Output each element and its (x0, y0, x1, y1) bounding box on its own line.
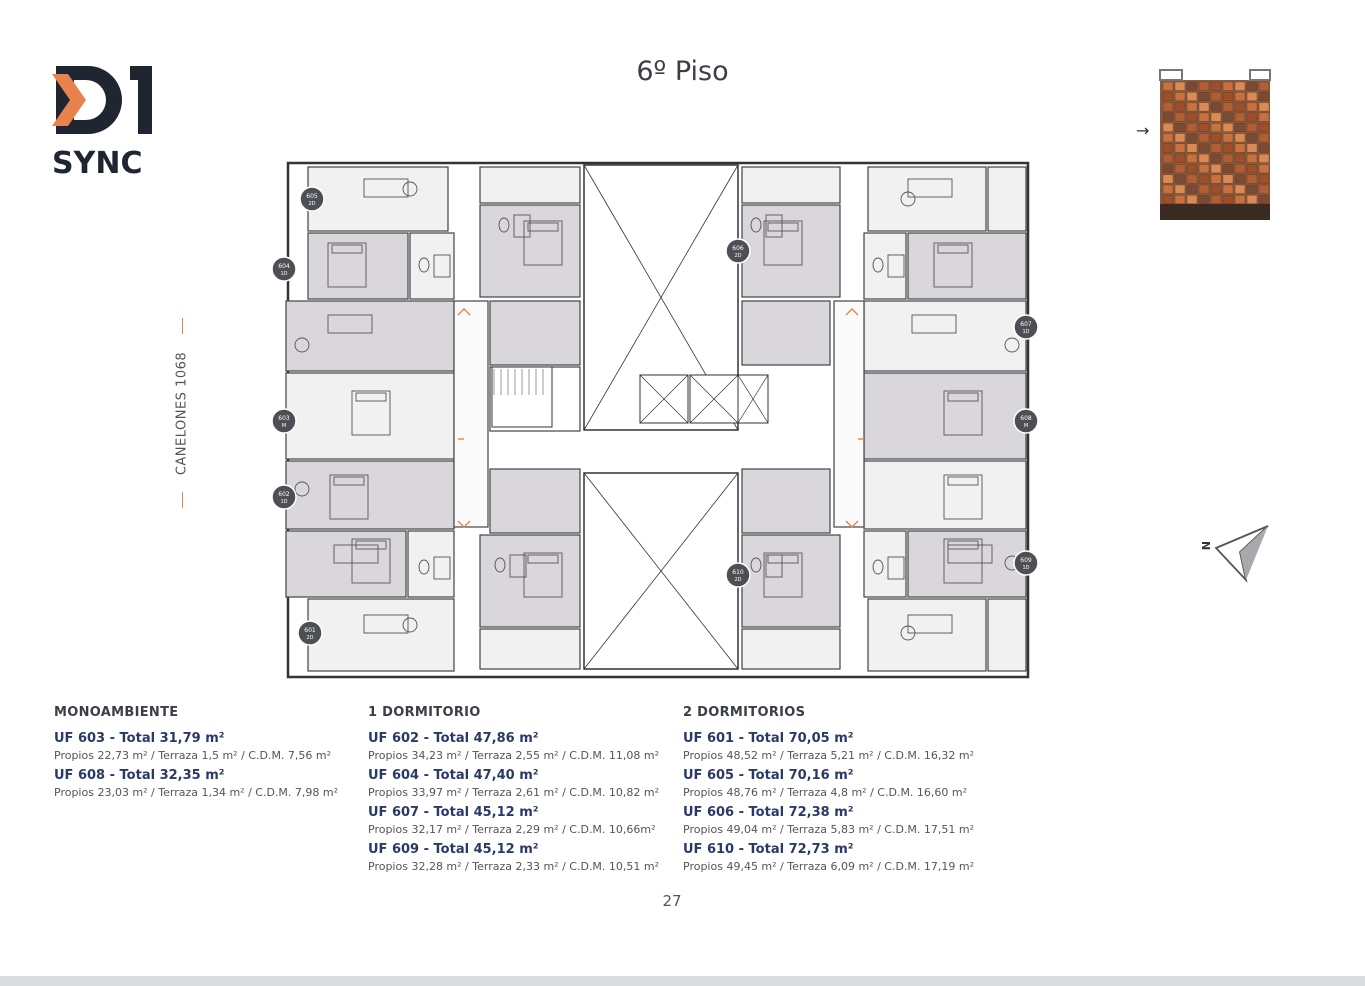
svg-text:609: 609 (1020, 557, 1032, 564)
unit-title: UF 601 - Total 70,05 m² (683, 731, 854, 746)
building-thumbnail (1159, 69, 1271, 220)
svg-text:601: 601 (304, 627, 316, 634)
unit-detail: Propios 49,45 m² / Terraza 6,09 m² / C.D… (683, 860, 975, 873)
svg-text:2D: 2D (308, 201, 315, 207)
unit-item: UF 609 - Total 45,12 m² Propios 32,28 m²… (368, 841, 659, 875)
unit-item: UF 603 - Total 31,79 m² Propios 22,73 m²… (54, 730, 338, 764)
svg-text:1D: 1D (1022, 329, 1029, 335)
unit-item: UF 604 - Total 47,40 m² Propios 33,97 m²… (368, 767, 659, 801)
unit-detail: Propios 32,17 m² / Terraza 2,29 m² / C.D… (368, 823, 656, 836)
unit-detail: Propios 34,23 m² / Terraza 2,55 m² / C.D… (368, 749, 660, 762)
unit-detail: Propios 32,28 m² / Terraza 2,33 m² / C.D… (368, 860, 660, 873)
svg-text:604: 604 (278, 263, 290, 270)
street-label: CANELONES 1068 (168, 318, 198, 508)
unit-item: UF 606 - Total 72,38 m² Propios 49,04 m²… (683, 804, 974, 838)
floor-plan: 6052D6041D603M6021D6012D6062D6071D608M60… (271, 161, 1039, 679)
svg-text:1D: 1D (280, 499, 287, 505)
unit-title: UF 610 - Total 72,73 m² (683, 842, 854, 857)
unit-detail: Propios 33,97 m² / Terraza 2,61 m² / C.D… (368, 786, 660, 799)
unit-title: UF 604 - Total 47,40 m² (368, 768, 539, 783)
logo-brand-text: SYNC (52, 146, 143, 181)
category-1-dormitorio: 1 DORMITORIO UF 602 - Total 47,86 m² Pro… (368, 705, 659, 878)
unit-title: UF 607 - Total 45,12 m² (368, 805, 539, 820)
north-compass-icon: N (1199, 525, 1269, 583)
category-2-dormitorios: 2 DORMITORIOS UF 601 - Total 70,05 m² Pr… (683, 705, 974, 878)
svg-text:606: 606 (732, 245, 744, 252)
unit-item: UF 608 - Total 32,35 m² Propios 23,03 m²… (54, 767, 338, 801)
svg-text:602: 602 (278, 491, 290, 498)
svg-text:610: 610 (732, 569, 744, 576)
pointer-arrow-icon: → (1136, 121, 1150, 140)
svg-text:608: 608 (1020, 415, 1032, 422)
unit-item: UF 610 - Total 72,73 m² Propios 49,45 m²… (683, 841, 974, 875)
unit-item: UF 605 - Total 70,16 m² Propios 48,76 m²… (683, 767, 974, 801)
street-name: CANELONES 1068 (174, 351, 190, 476)
unit-detail: Propios 48,52 m² / Terraza 5,21 m² / C.D… (683, 749, 975, 762)
svg-text:1D: 1D (1022, 565, 1029, 571)
svg-text:607: 607 (1020, 321, 1032, 328)
svg-text:2D: 2D (734, 577, 741, 583)
category-heading: 1 DORMITORIO (368, 705, 481, 720)
sync-logo: SYNC (52, 64, 162, 181)
svg-text:2D: 2D (734, 253, 741, 259)
unit-title: UF 609 - Total 45,12 m² (368, 842, 539, 857)
unit-detail: Propios 48,76 m² / Terraza 4,8 m² / C.D.… (683, 786, 968, 799)
logo-mark-icon (52, 66, 152, 134)
category-monoambiente: MONOAMBIENTE UF 603 - Total 31,79 m² Pro… (54, 705, 338, 804)
svg-text:2D: 2D (306, 635, 313, 641)
unit-title: UF 603 - Total 31,79 m² (54, 731, 225, 746)
unit-detail: Propios 22,73 m² / Terraza 1,5 m² / C.D.… (54, 749, 332, 762)
unit-title: UF 602 - Total 47,86 m² (368, 731, 539, 746)
compass-north-label: N (1199, 541, 1212, 550)
unit-title: UF 606 - Total 72,38 m² (683, 805, 854, 820)
bottom-bar (0, 976, 1365, 986)
unit-title: UF 608 - Total 32,35 m² (54, 768, 225, 783)
page-title: 6º Piso (636, 56, 729, 87)
page-number: 27 (662, 892, 682, 910)
unit-detail: Propios 49,04 m² / Terraza 5,83 m² / C.D… (683, 823, 975, 836)
category-heading: MONOAMBIENTE (54, 705, 179, 720)
unit-item: UF 601 - Total 70,05 m² Propios 48,52 m²… (683, 730, 974, 764)
unit-detail: Propios 23,03 m² / Terraza 1,34 m² / C.D… (54, 786, 339, 799)
unit-title: UF 605 - Total 70,16 m² (683, 768, 854, 783)
unit-item: UF 607 - Total 45,12 m² Propios 32,17 m²… (368, 804, 659, 838)
svg-text:603: 603 (278, 415, 290, 422)
category-heading: 2 DORMITORIOS (683, 705, 806, 720)
svg-text:1D: 1D (280, 271, 287, 277)
svg-text:M: M (1024, 423, 1028, 429)
unit-item: UF 602 - Total 47,86 m² Propios 34,23 m²… (368, 730, 659, 764)
svg-text:M: M (282, 423, 286, 429)
svg-text:605: 605 (306, 193, 318, 200)
